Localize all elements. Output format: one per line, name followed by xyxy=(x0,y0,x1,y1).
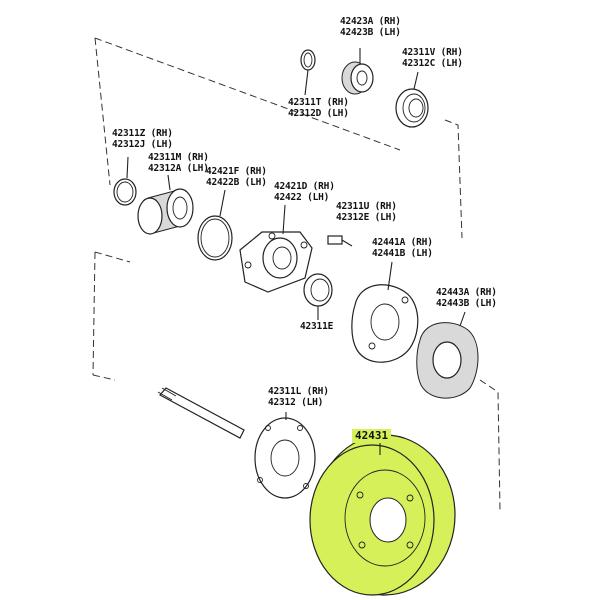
brake-drum-42431[interactable] xyxy=(309,434,456,596)
label-42423: 42423A (RH)42423B (LH) xyxy=(340,16,401,38)
label-42311E: 42311E xyxy=(300,321,334,332)
gasket-42443A[interactable] xyxy=(416,311,479,399)
axle-shaft-42311L[interactable] xyxy=(157,387,316,499)
oil-seal-42311E[interactable] xyxy=(303,273,333,320)
bearing-retainer-42421D[interactable] xyxy=(239,204,313,293)
label-42311L: 42311L (RH)42312 (LH) xyxy=(268,386,329,408)
label-42443A: 42443A (RH)42443B (LH) xyxy=(436,287,497,309)
label-42311Z: 42311Z (RH)42312J (LH) xyxy=(112,128,173,150)
snap-ring-42311T[interactable] xyxy=(300,49,316,96)
label-42311V: 42311V (RH)42312C (LH) xyxy=(402,47,463,69)
o-ring-42421F[interactable] xyxy=(197,189,233,261)
label-42441A: 42441A (RH)42441B (LH) xyxy=(372,237,433,259)
highlighted-part-number[interactable]: 42431 xyxy=(352,429,392,443)
backing-plate-42441A[interactable] xyxy=(351,261,419,363)
assembly-outline xyxy=(92,37,501,511)
bearing-42311M[interactable] xyxy=(137,174,194,235)
label-42311M: 42311M (RH)42312A (LH) xyxy=(148,152,209,174)
bolt-42311U[interactable] xyxy=(327,235,353,247)
oil-seal-42311V[interactable] xyxy=(395,71,429,128)
label-42311T: 42311T (RH)42312D (LH) xyxy=(288,97,349,119)
label-42421D: 42421D (RH)42422 (LH) xyxy=(274,181,335,203)
snap-ring-42311Z[interactable] xyxy=(113,156,137,206)
label-42421F: 42421F (RH)42422B (LH) xyxy=(206,166,267,188)
bearing-42423[interactable] xyxy=(341,48,374,95)
label-42311U: 42311U (RH)42312E (LH) xyxy=(336,201,397,223)
